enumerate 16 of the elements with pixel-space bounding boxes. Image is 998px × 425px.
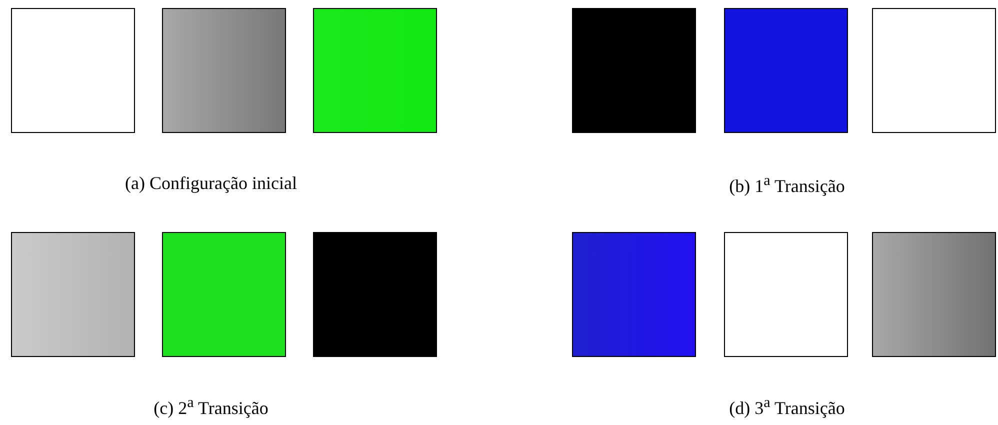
square-swatch bbox=[872, 8, 996, 133]
square-swatch bbox=[313, 232, 437, 357]
square-swatch bbox=[11, 8, 135, 133]
square-swatch bbox=[572, 8, 696, 133]
square-swatch bbox=[162, 232, 286, 357]
square-swatch bbox=[572, 232, 696, 357]
square-swatch bbox=[724, 232, 848, 357]
panel-caption: (a) Configuração inicial bbox=[125, 173, 297, 194]
panel-caption: (c) 2$^{a}$ Transição bbox=[154, 395, 268, 419]
panel-caption: (b) 1$^{a}$ Transição bbox=[729, 173, 845, 197]
square-swatch bbox=[11, 232, 135, 357]
square-swatch bbox=[162, 8, 286, 133]
square-swatch bbox=[872, 232, 996, 357]
square-swatch bbox=[313, 8, 437, 133]
square-swatch bbox=[724, 8, 848, 133]
panel-caption: (d) 3$^{a}$ Transição bbox=[729, 395, 845, 419]
